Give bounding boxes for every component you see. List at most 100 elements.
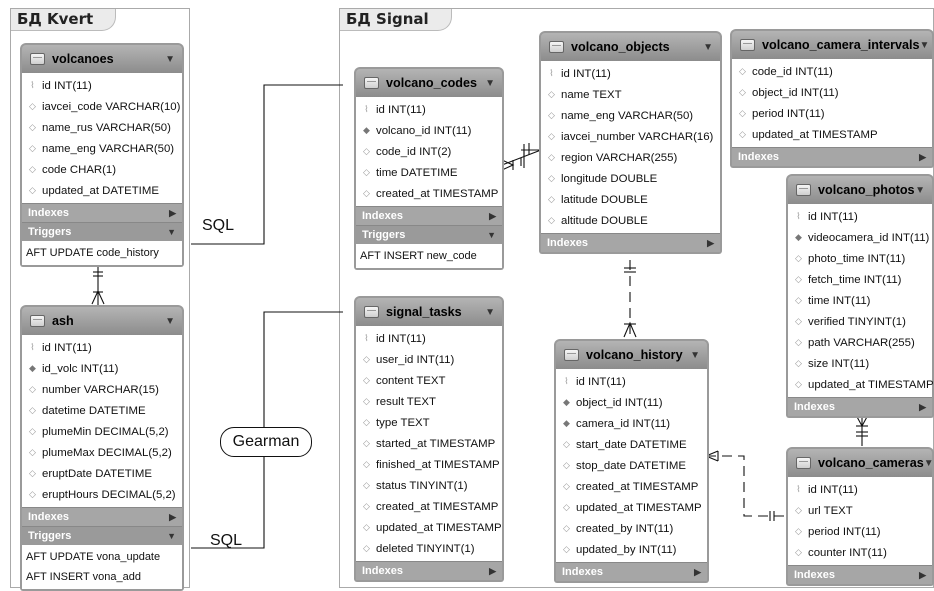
field-row[interactable]: ◇created_at TIMESTAMP bbox=[356, 496, 502, 517]
collapse-arrow-icon[interactable]: ▼ bbox=[703, 41, 713, 53]
indexes-section[interactable]: Indexes▶ bbox=[356, 561, 502, 580]
expand-arrow-icon[interactable]: ▶ bbox=[169, 511, 176, 522]
table-header[interactable]: volcano_camera_intervals▼ bbox=[732, 31, 932, 59]
field-row[interactable]: ⌇id INT(11) bbox=[356, 99, 502, 120]
trigger-item[interactable]: AFT UPDATE code_history bbox=[26, 247, 159, 259]
field-row[interactable]: ◆object_id INT(11) bbox=[556, 392, 707, 413]
field-row[interactable]: ◇longitude DOUBLE bbox=[541, 168, 720, 189]
collapse-arrow-icon[interactable]: ▼ bbox=[485, 77, 495, 89]
field-row[interactable]: ◇stop_date DATETIME bbox=[556, 455, 707, 476]
table-volcanoes[interactable]: volcanoes▼⌇id INT(11)◇iavcei_code VARCHA… bbox=[20, 43, 184, 267]
collapse-arrow-icon[interactable]: ▼ bbox=[915, 184, 925, 196]
collapse-arrow-icon[interactable]: ▼ bbox=[487, 230, 496, 240]
field-row[interactable]: ◆camera_id INT(11) bbox=[556, 413, 707, 434]
table-ash[interactable]: ash▼⌇id INT(11)◆id_volc INT(11)◇number V… bbox=[20, 305, 184, 591]
field-row[interactable]: ◇user_id INT(11) bbox=[356, 349, 502, 370]
field-row[interactable]: ◇time DATETIME bbox=[356, 162, 502, 183]
field-row[interactable]: ◇photo_time INT(11) bbox=[788, 248, 932, 269]
trigger-item[interactable]: AFT INSERT vona_add bbox=[26, 571, 141, 583]
field-row[interactable]: ⌇id INT(11) bbox=[556, 371, 707, 392]
field-row[interactable]: ◆id_volc INT(11) bbox=[22, 358, 182, 379]
table-volcano-objects[interactable]: volcano_objects▼⌇id INT(11)◇name TEXT◇na… bbox=[539, 31, 722, 254]
table-header[interactable]: signal_tasks▼ bbox=[356, 298, 502, 326]
field-row[interactable]: ◇result TEXT bbox=[356, 391, 502, 412]
field-row[interactable]: ◇created_at TIMESTAMP bbox=[356, 183, 502, 204]
field-row[interactable]: ◇verified TINYINT(1) bbox=[788, 311, 932, 332]
field-row[interactable]: ◇altitude DOUBLE bbox=[541, 210, 720, 231]
field-row[interactable]: ◇number VARCHAR(15) bbox=[22, 379, 182, 400]
field-row[interactable]: ⌇id INT(11) bbox=[541, 63, 720, 84]
field-row[interactable]: ◇created_by INT(11) bbox=[556, 518, 707, 539]
field-row[interactable]: ◇status TINYINT(1) bbox=[356, 475, 502, 496]
table-volcano-cameras[interactable]: volcano_cameras▼⌇id INT(11)◇url TEXT◇per… bbox=[786, 447, 934, 586]
table-header[interactable]: volcano_codes▼ bbox=[356, 69, 502, 97]
indexes-section[interactable]: Indexes▶ bbox=[356, 206, 502, 225]
field-row[interactable]: ◇plumeMin DECIMAL(5,2) bbox=[22, 421, 182, 442]
field-row[interactable]: ◇type TEXT bbox=[356, 412, 502, 433]
table-volcano-photos[interactable]: volcano_photos▼⌇id INT(11)◆videocamera_i… bbox=[786, 174, 934, 418]
collapse-arrow-icon[interactable]: ▼ bbox=[165, 315, 175, 327]
indexes-section[interactable]: Indexes▶ bbox=[556, 562, 707, 581]
field-row[interactable]: ◇updated_at TIMESTAMP bbox=[732, 124, 932, 145]
field-row[interactable]: ◇path VARCHAR(255) bbox=[788, 332, 932, 353]
field-row[interactable]: ◇deleted TINYINT(1) bbox=[356, 538, 502, 559]
trigger-item[interactable]: AFT INSERT new_code bbox=[360, 250, 477, 262]
field-row[interactable]: ◇updated_at TIMESTAMP bbox=[788, 374, 934, 395]
indexes-section[interactable]: Indexes▶ bbox=[541, 233, 720, 252]
field-row[interactable]: ⌇id INT(11) bbox=[788, 479, 932, 500]
expand-arrow-icon[interactable]: ▶ bbox=[694, 566, 701, 577]
field-row[interactable]: ◇updated_by INT(11) bbox=[556, 539, 707, 560]
field-row[interactable]: ◇started_at TIMESTAMP bbox=[356, 433, 502, 454]
table-header[interactable]: ash▼ bbox=[22, 307, 182, 335]
field-row[interactable]: ◇start_date DATETIME bbox=[556, 434, 707, 455]
field-row[interactable]: ◇iavcei_code VARCHAR(10) bbox=[22, 96, 182, 117]
field-row[interactable]: ◇latitude DOUBLE bbox=[541, 189, 720, 210]
field-row[interactable]: ◇url TEXT bbox=[788, 500, 932, 521]
field-row[interactable]: ◇period INT(11) bbox=[732, 103, 932, 124]
table-header[interactable]: volcano_cameras▼ bbox=[788, 449, 934, 477]
field-row[interactable]: ◇code CHAR(1) bbox=[22, 159, 182, 180]
triggers-section[interactable]: Triggers▼ bbox=[356, 225, 502, 244]
field-row[interactable]: ◇counter INT(11) bbox=[788, 542, 932, 563]
table-header[interactable]: volcano_history▼ bbox=[556, 341, 707, 369]
field-row[interactable]: ⌇id INT(11) bbox=[356, 328, 502, 349]
collapse-arrow-icon[interactable]: ▼ bbox=[167, 227, 176, 237]
field-row[interactable]: ◇updated_at DATETIME bbox=[22, 180, 182, 201]
table-volcano-camera-intervals[interactable]: volcano_camera_intervals▼◇code_id INT(11… bbox=[730, 29, 934, 168]
expand-arrow-icon[interactable]: ▶ bbox=[489, 565, 496, 576]
indexes-section[interactable]: Indexes▶ bbox=[22, 203, 182, 222]
expand-arrow-icon[interactable]: ▶ bbox=[919, 401, 926, 412]
field-row[interactable]: ◇name TEXT bbox=[541, 84, 720, 105]
field-row[interactable]: ◇time INT(11) bbox=[788, 290, 932, 311]
field-row[interactable]: ◇object_id INT(11) bbox=[732, 82, 932, 103]
expand-arrow-icon[interactable]: ▶ bbox=[489, 210, 496, 221]
field-row[interactable]: ◇name_rus VARCHAR(50) bbox=[22, 117, 182, 138]
table-volcano-history[interactable]: volcano_history▼⌇id INT(11)◆object_id IN… bbox=[554, 339, 709, 583]
field-row[interactable]: ◇size INT(11) bbox=[788, 353, 932, 374]
field-row[interactable]: ◇datetime DATETIME bbox=[22, 400, 182, 421]
field-row[interactable]: ◇finished_at TIMESTAMP bbox=[356, 454, 502, 475]
field-row[interactable]: ⌇id INT(11) bbox=[22, 337, 182, 358]
field-row[interactable]: ◇fetch_time INT(11) bbox=[788, 269, 932, 290]
indexes-section[interactable]: Indexes▶ bbox=[788, 397, 932, 416]
collapse-arrow-icon[interactable]: ▼ bbox=[923, 457, 934, 469]
field-row[interactable]: ◇updated_at TIMESTAMP bbox=[556, 497, 707, 518]
table-signal-tasks[interactable]: signal_tasks▼⌇id INT(11)◇user_id INT(11)… bbox=[354, 296, 504, 582]
collapse-arrow-icon[interactable]: ▼ bbox=[919, 39, 930, 51]
field-row[interactable]: ◇plumeMax DECIMAL(5,2) bbox=[22, 442, 182, 463]
indexes-section[interactable]: Indexes▶ bbox=[22, 507, 182, 526]
indexes-section[interactable]: Indexes▶ bbox=[788, 565, 932, 584]
field-row[interactable]: ◇code_id INT(11) bbox=[732, 61, 932, 82]
table-volcano-codes[interactable]: volcano_codes▼⌇id INT(11)◆volcano_id INT… bbox=[354, 67, 504, 270]
collapse-arrow-icon[interactable]: ▼ bbox=[690, 349, 700, 361]
table-header[interactable]: volcano_objects▼ bbox=[541, 33, 720, 61]
expand-arrow-icon[interactable]: ▶ bbox=[707, 237, 714, 248]
field-row[interactable]: ◇iavcei_number VARCHAR(16) bbox=[541, 126, 720, 147]
expand-arrow-icon[interactable]: ▶ bbox=[919, 569, 926, 580]
field-row[interactable]: ◇updated_at TIMESTAMP bbox=[356, 517, 502, 538]
collapse-arrow-icon[interactable]: ▼ bbox=[167, 531, 176, 541]
collapse-arrow-icon[interactable]: ▼ bbox=[485, 306, 495, 318]
field-row[interactable]: ◇region VARCHAR(255) bbox=[541, 147, 720, 168]
indexes-section[interactable]: Indexes▶ bbox=[732, 147, 932, 166]
trigger-item[interactable]: AFT UPDATE vona_update bbox=[26, 551, 161, 563]
